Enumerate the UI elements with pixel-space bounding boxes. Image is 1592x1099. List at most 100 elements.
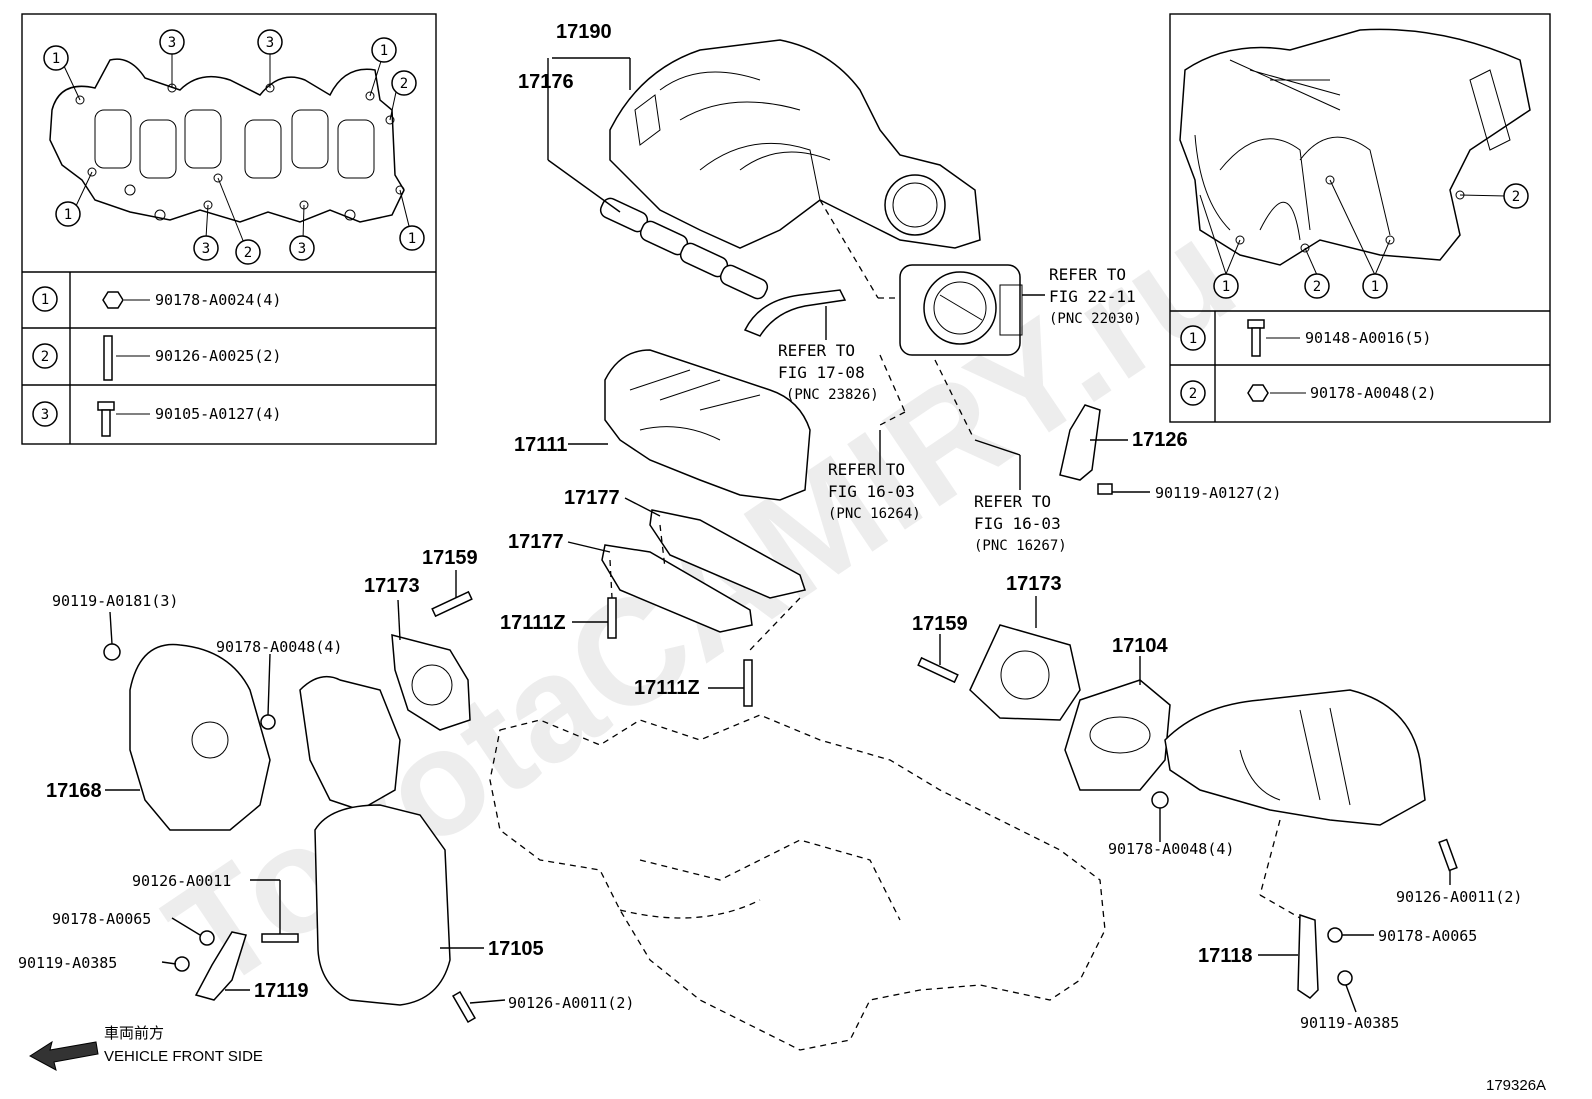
throttle-body xyxy=(899,264,1023,356)
refer-fig-17-08: REFER TO FIG 17-08 (PNC 23826) xyxy=(778,341,879,403)
svg-text:1: 1 xyxy=(1189,331,1197,347)
bracket-17119 xyxy=(194,931,247,1001)
label-90178-A0065: 90178-A0065 xyxy=(52,910,151,928)
nut-90178-A0065 xyxy=(1327,927,1343,943)
callout-2: 2 xyxy=(1304,273,1330,299)
svg-text:1: 1 xyxy=(41,292,49,308)
refer-fig-16-03-a: REFER TO FIG 16-03 (PNC 16264) xyxy=(828,460,921,522)
figure-code: 179326A xyxy=(1486,1077,1546,1094)
svg-text:2: 2 xyxy=(400,76,408,92)
nut-icon xyxy=(1247,384,1269,402)
lower-gaskets xyxy=(601,509,806,633)
manifold-sketch xyxy=(1179,28,1531,266)
legend-right-row: 1 90148-A0016(5) xyxy=(1180,319,1431,357)
bolt-90119-A0385 xyxy=(174,956,190,972)
label-17159: 17159 xyxy=(422,547,478,569)
callout-3: 3 xyxy=(257,29,283,55)
callout-1: 1 xyxy=(1362,273,1388,299)
svg-text:3: 3 xyxy=(202,241,210,257)
legend-right: 2 1 2 1 1 90148-A0016(5) 2 90178-A0048(2… xyxy=(1169,13,1551,423)
nut-90178-A0048 xyxy=(1151,791,1169,809)
callout-1: 1 xyxy=(399,225,425,251)
nut-icon xyxy=(102,291,124,309)
label-17105: 17105 xyxy=(488,938,544,960)
svg-text:90148-A0016(5): 90148-A0016(5) xyxy=(1305,329,1431,347)
leader-lines xyxy=(105,57,1451,1013)
label-17111Z: 17111Z xyxy=(634,677,700,699)
svg-text:2: 2 xyxy=(1313,279,1321,295)
label-17173: 17173 xyxy=(1006,573,1062,595)
intake-manifold-upper xyxy=(609,39,981,249)
svg-text:REFER TO: REFER TO xyxy=(778,341,855,360)
label-90119-A0127: 90119-A0127(2) xyxy=(1155,484,1281,502)
legend-left: 1 3 3 1 2 1 3 2 3 1 1 90178-A0024(4) 2 9… xyxy=(21,13,437,445)
svg-text:2: 2 xyxy=(244,245,252,261)
svg-text:3: 3 xyxy=(168,35,176,51)
callout-2: 2 xyxy=(1503,183,1529,209)
label-17119: 17119 xyxy=(254,980,309,1002)
stud-17159 xyxy=(431,590,473,618)
bolt-90119-A0385 xyxy=(1337,970,1353,986)
refer-fig-22-11: REFER TO FIG 22-11 (PNC 22030) xyxy=(1049,265,1142,327)
exhaust-manifold-17105 xyxy=(299,675,451,1006)
callout-1: 1 xyxy=(43,45,69,71)
svg-text:90105-A0127(4): 90105-A0127(4) xyxy=(155,405,281,423)
direction-en: VEHICLE FRONT SIDE xyxy=(104,1048,263,1065)
gasket-17173 xyxy=(969,624,1081,721)
stud-17111Z xyxy=(743,659,753,707)
label-17159: 17159 xyxy=(912,613,968,635)
svg-text:90178-A0048(2): 90178-A0048(2) xyxy=(1310,384,1436,402)
stud-icon xyxy=(103,335,113,381)
callout-3: 3 xyxy=(193,235,219,261)
legend-left-row: 3 90105-A0127(4) xyxy=(32,401,281,437)
bolt-icon xyxy=(1247,319,1265,357)
label-17177: 17177 xyxy=(564,487,620,509)
label-17111: 17111 xyxy=(514,434,567,456)
label-17111Z: 17111Z xyxy=(500,612,566,634)
label-90126-A0011-2: 90126-A0011(2) xyxy=(1396,888,1522,906)
svg-text:1: 1 xyxy=(64,207,72,223)
refer-fig-16-03-b: REFER TO FIG 16-03 (PNC 16267) xyxy=(974,492,1067,554)
gasket-17173 xyxy=(391,634,471,731)
svg-text:(PNC 22030): (PNC 22030) xyxy=(1049,311,1142,327)
direction-indicator: 車両前方 VEHICLE FRONT SIDE xyxy=(29,1024,263,1071)
bolt-90119-A0181 xyxy=(103,643,121,661)
intake-manifold-lower xyxy=(604,349,811,501)
svg-text:(PNC 16264): (PNC 16264) xyxy=(828,506,921,522)
svg-text:2: 2 xyxy=(1189,386,1197,402)
stud-90126-A0011 xyxy=(261,933,299,943)
arrow-left-icon xyxy=(29,1040,99,1071)
svg-text:1: 1 xyxy=(408,231,416,247)
label-17126: 17126 xyxy=(1132,429,1188,451)
legend-left-callouts: 1 3 3 1 2 1 3 2 3 1 xyxy=(43,29,425,265)
label-90178-A0048: 90178-A0048(4) xyxy=(1108,840,1234,858)
svg-text:1: 1 xyxy=(380,43,388,59)
label-90178-A0065: 90178-A0065 xyxy=(1378,927,1477,945)
svg-text:1: 1 xyxy=(1371,279,1379,295)
callout-1: 1 xyxy=(1213,273,1239,299)
svg-text:90126-A0025(2): 90126-A0025(2) xyxy=(155,347,281,365)
svg-text:(PNC 23826): (PNC 23826) xyxy=(786,387,879,403)
label-17176: 17176 xyxy=(518,71,574,93)
label-17190: 17190 xyxy=(556,21,612,43)
engine-block-outline xyxy=(489,714,1106,1051)
heat-shield-17168 xyxy=(129,643,271,831)
svg-text:REFER TO: REFER TO xyxy=(974,492,1051,511)
label-17173: 17173 xyxy=(364,575,420,597)
svg-text:REFER TO: REFER TO xyxy=(828,460,905,479)
legend-left-row: 2 90126-A0025(2) xyxy=(32,335,281,381)
gasket-17104 xyxy=(1064,679,1171,791)
legend-right-callouts: 2 1 2 1 xyxy=(1213,183,1529,299)
svg-text:3: 3 xyxy=(41,407,49,423)
direction-jp: 車両前方 xyxy=(104,1024,164,1042)
label-90119-A0181: 90119-A0181(3) xyxy=(52,592,178,610)
nut-90178-A0048 xyxy=(260,714,276,730)
svg-text:2: 2 xyxy=(41,349,49,365)
svg-text:(PNC 16267): (PNC 16267) xyxy=(974,538,1067,554)
label-17104: 17104 xyxy=(1112,635,1168,657)
nut-90178-A0065 xyxy=(199,930,215,946)
svg-text:90178-A0024(4): 90178-A0024(4) xyxy=(155,291,281,309)
upper-gasket-sketch xyxy=(49,58,405,223)
